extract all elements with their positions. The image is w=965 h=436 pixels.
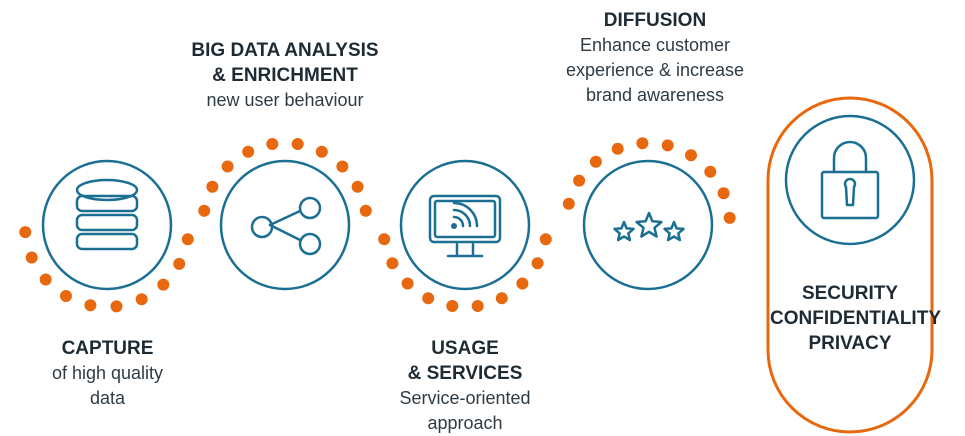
- path-dot: [704, 165, 717, 178]
- dotted-wave-path: [19, 137, 736, 313]
- security-title: SECURITY CONFIDENTIALITY PRIVACY: [770, 283, 941, 354]
- stage-diffusion-circle: [582, 159, 714, 291]
- path-dot: [19, 226, 32, 239]
- path-dot: [359, 204, 372, 217]
- security-frame-outline: [766, 96, 934, 434]
- path-dot: [291, 138, 304, 150]
- path-dot: [315, 145, 328, 158]
- share-icon: [250, 196, 322, 256]
- stage-title: DIFFUSION: [603, 10, 707, 31]
- stage-big-data-circle: [219, 159, 351, 291]
- stage-capture-circle: [41, 159, 173, 291]
- stage-capture: [41, 159, 173, 291]
- three-stars-icon: [613, 211, 685, 242]
- path-dot: [157, 278, 170, 291]
- stage-title: BIG DATA ANALYSIS & ENRICHMENT: [191, 40, 379, 86]
- path-dot: [589, 155, 602, 168]
- path-dot: [173, 257, 186, 270]
- path-dot: [221, 160, 234, 173]
- path-dot: [336, 160, 349, 173]
- path-dot: [84, 299, 97, 312]
- monitor-wifi-icon: [428, 194, 502, 258]
- path-dot: [516, 277, 529, 290]
- path-dot: [539, 233, 552, 246]
- security-frame: [766, 96, 934, 434]
- stage-description: new user behaviour: [206, 90, 364, 110]
- path-dot: [110, 300, 123, 313]
- stage-label-big-data: BIG DATA ANALYSIS & ENRICHMENT new user …: [165, 38, 405, 113]
- path-dot: [446, 300, 459, 312]
- path-dot: [685, 149, 697, 162]
- stage-title: USAGE & SERVICES: [407, 338, 523, 384]
- security-label: SECURITY CONFIDENTIALITY PRIVACY: [770, 281, 941, 356]
- path-dot: [495, 292, 508, 305]
- stage-title: CAPTURE: [61, 338, 154, 359]
- stage-label-usage: USAGE & SERVICES Service-oriented approa…: [375, 336, 555, 436]
- path-dot: [636, 137, 649, 150]
- database-icon: [75, 178, 139, 251]
- path-dot: [198, 204, 211, 217]
- path-dot: [661, 139, 674, 152]
- stage-description: Enhance customer experience & increase b…: [565, 35, 745, 105]
- path-dot: [531, 257, 544, 270]
- path-dot: [135, 293, 148, 306]
- path-dot: [60, 290, 72, 302]
- stage-description: Service-oriented approach: [399, 388, 531, 433]
- path-dot: [25, 251, 38, 264]
- path-dot: [351, 180, 364, 193]
- stage-label-capture: CAPTURE of high quality data: [25, 336, 190, 411]
- path-dot: [471, 300, 484, 312]
- stage-usage: [399, 159, 531, 291]
- padlock-icon: [820, 140, 880, 220]
- path-dot: [39, 273, 52, 286]
- path-dot: [723, 211, 736, 224]
- path-dot: [611, 142, 624, 155]
- path-dot: [573, 174, 586, 187]
- stage-usage-circle: [399, 159, 531, 291]
- stage-description: of high quality data: [51, 363, 164, 408]
- path-dot: [717, 187, 730, 200]
- path-dot: [242, 145, 255, 158]
- path-dot: [386, 257, 399, 270]
- stage-label-diffusion: DIFFUSION Enhance customer experience & …: [545, 8, 765, 108]
- path-dot: [181, 233, 194, 246]
- path-dot: [266, 138, 279, 150]
- stage-diffusion: [582, 159, 714, 291]
- path-dot: [562, 197, 575, 210]
- path-dot: [378, 233, 391, 246]
- path-dot: [206, 180, 219, 193]
- stage-big-data: [219, 159, 351, 291]
- path-dot: [422, 292, 435, 305]
- path-dot: [401, 277, 414, 290]
